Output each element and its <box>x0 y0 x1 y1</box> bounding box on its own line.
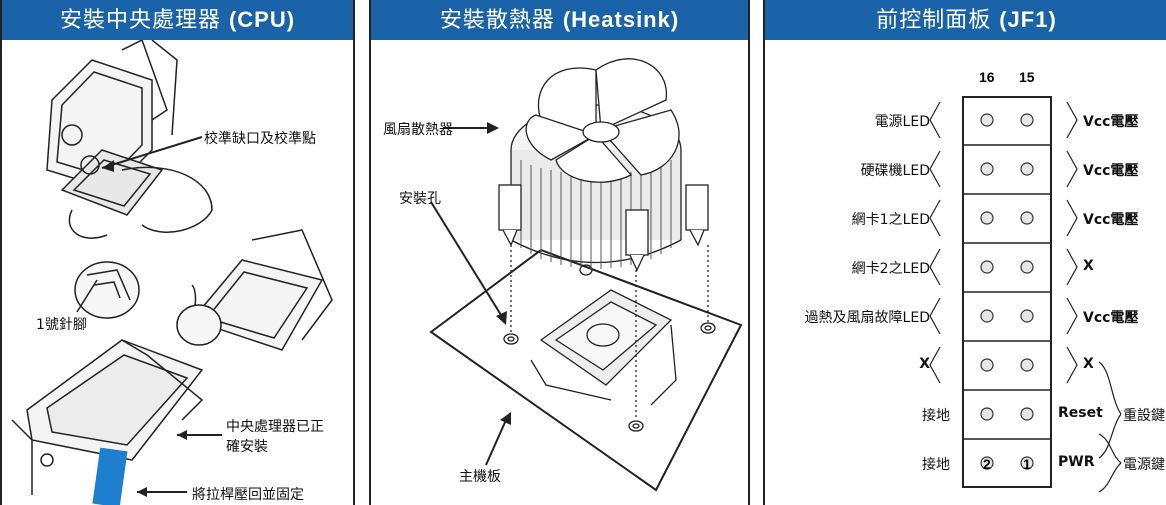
jf1-row2-right: Vcc電壓 <box>1083 163 1139 179</box>
jf1-pin-diagram <box>929 96 1122 493</box>
cpu-title-zh: 安裝中央處理器 <box>59 8 221 33</box>
cpu-installed-label-2: 確安裝 <box>226 439 268 455</box>
jf1-row8-right: PWR <box>1058 454 1095 470</box>
jf1-row6-right: X <box>1083 356 1094 372</box>
heatsink-fan-label: 風扇散熱器 <box>383 122 453 138</box>
cpu-notch-label: 校準缺口及校準點 <box>204 131 316 147</box>
cpu-lever-label: 將拉桿壓回並固定 <box>192 487 304 503</box>
jf1-top-number-16: 16 <box>979 69 995 85</box>
jf1-row8-left: 接地 <box>922 457 950 473</box>
jf1-row4-left: 網卡2之LED <box>851 261 930 277</box>
heatsink-board-label: 主機板 <box>459 469 501 485</box>
jf1-row2-left: 硬碟機LED <box>860 163 930 179</box>
jf1-row1-left: 電源LED <box>874 114 930 130</box>
jf1-row1-right: Vcc電壓 <box>1083 114 1139 130</box>
jf1-bottom-number-2: 2 <box>983 456 991 472</box>
jf1-title-zh: 前控制面板 <box>876 8 992 33</box>
cpu-panel: 安裝中央處理器 (CPU) <box>0 0 355 505</box>
jf1-row7-left: 接地 <box>922 408 950 424</box>
heatsink-panel-header: 安裝散熱器 (Heatsink) <box>371 0 748 40</box>
jf1-row6-left: X <box>919 356 930 372</box>
jf1-title-en: (JF1) <box>999 7 1057 32</box>
heatsink-title-zh: 安裝散熱器 <box>439 8 555 33</box>
heatsink-hole-label: 安裝孔 <box>399 191 441 207</box>
jf1-reset-function: 重設鍵 <box>1123 408 1165 424</box>
jf1-row4-right: X <box>1083 258 1094 274</box>
cpu-illustration <box>11 40 333 505</box>
cpu-pin1-label: 1號針腳 <box>36 317 87 333</box>
jf1-row7-right: Reset <box>1058 405 1103 421</box>
heatsink-title-en: (Heatsink) <box>562 7 680 32</box>
jf1-bottom-number-1: 1 <box>1023 456 1031 472</box>
jf1-pwr-function: 電源鍵 <box>1123 457 1165 473</box>
jf1-panel-header: 前控制面板 (JF1) <box>765 0 1166 40</box>
heatsink-panel: 安裝散熱器 (Heatsink) <box>369 0 750 505</box>
jf1-row5-right: Vcc電壓 <box>1083 310 1139 326</box>
jf1-row5-left: 過熱及風扇故障LED <box>804 310 930 326</box>
jf1-row3-right: Vcc電壓 <box>1083 212 1139 228</box>
jf1-panel: 前控制面板 (JF1) <box>763 0 1166 505</box>
jf1-top-number-15: 15 <box>1019 69 1035 85</box>
heatsink-illustration <box>429 58 743 492</box>
jf1-row3-left: 網卡1之LED <box>851 212 930 228</box>
cpu-title-en: (CPU) <box>228 7 296 32</box>
cpu-panel-header: 安裝中央處理器 (CPU) <box>2 0 353 40</box>
cpu-installed-label-1: 中央處理器已正 <box>226 419 324 435</box>
